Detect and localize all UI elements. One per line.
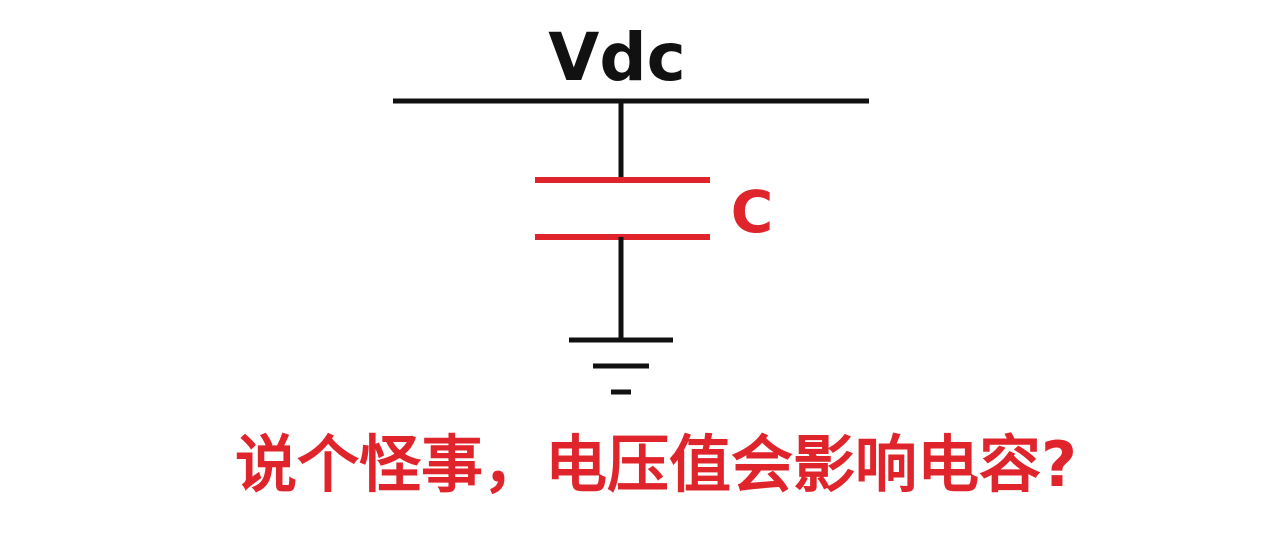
capacitor-symbol <box>535 177 710 240</box>
capacitor-label: C <box>731 178 774 246</box>
ground-symbol <box>569 337 673 395</box>
supply-voltage-label: Vdc <box>548 19 685 96</box>
caption-text: 说个怪事，电压值会影响电容? <box>235 428 1077 501</box>
